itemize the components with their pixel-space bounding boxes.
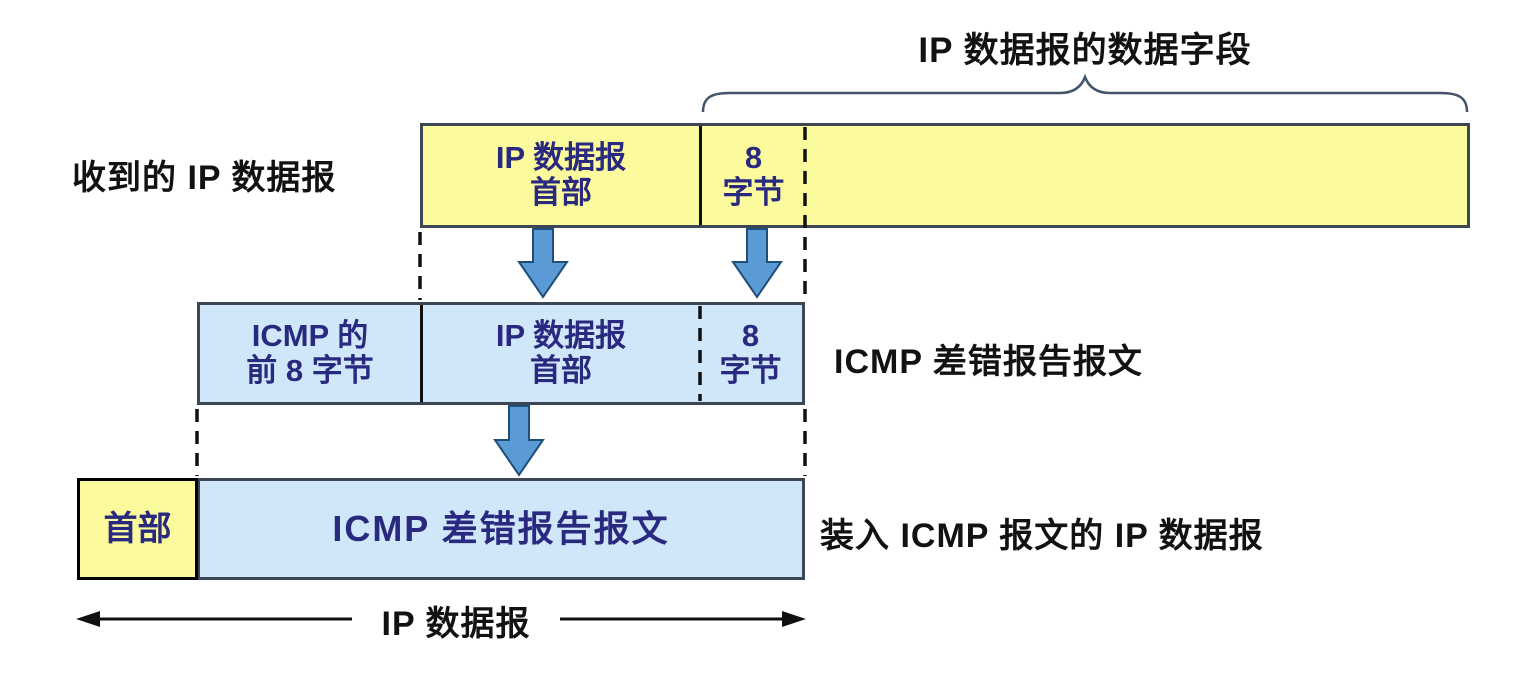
data-field-cell [805, 126, 1467, 225]
data-field-brace-label: IP 数据报的数据字段 [918, 31, 1252, 70]
ip-header-line1: IP 数据报 [495, 139, 627, 175]
icmp-message-box: ICMP 的 前 8 字节 IP 数据报 首部 8 字节 [197, 302, 805, 405]
encapsulated-datagram-label: 装入 ICMP 报文的 IP 数据报 [820, 517, 1264, 555]
brace-icon [701, 73, 1469, 113]
eight-bytes-line1: 8 [744, 139, 763, 175]
eight-bytes-cell: 8 字节 [699, 305, 802, 402]
eight-bytes-line2: 字节 [722, 174, 785, 210]
arrow-right-icon [782, 611, 806, 627]
icmp-payload-text: ICMP 差错报告报文 [332, 507, 670, 549]
icmp-payload-box: ICMP 差错报告报文 [197, 478, 805, 580]
ip-datagram-measure-label: IP 数据报 [381, 605, 531, 643]
eight-bytes-cell: 8 字节 [702, 126, 805, 225]
ip-header-cell: IP 数据报 首部 [423, 126, 702, 225]
ip-header-line2: 首部 [530, 174, 592, 210]
header-text: 首部 [103, 509, 172, 548]
received-ip-datagram-box: IP 数据报 首部 8 字节 [420, 123, 1470, 228]
received-ip-datagram-label: 收到的 IP 数据报 [72, 159, 337, 197]
icmp-first8-cell: ICMP 的 前 8 字节 [200, 305, 423, 402]
icmp-error-report-label: ICMP 差错报告报文 [834, 343, 1143, 381]
down-arrow-icon [731, 228, 783, 299]
down-arrow-icon [517, 228, 569, 299]
icmp-first8-line2: 前 8 字节 [246, 352, 374, 388]
ip-header-cell: IP 数据报 首部 [423, 305, 699, 402]
ip-header-small-box: 首部 [77, 478, 198, 580]
icmp-first8-line1: ICMP 的 [251, 317, 369, 353]
ip-header-line1: IP 数据报 [495, 317, 627, 353]
down-arrow-icon [493, 405, 545, 477]
eight-bytes-line1: 8 [741, 317, 760, 353]
arrow-left-icon [76, 611, 100, 627]
ip-header-line2: 首部 [530, 352, 592, 388]
eight-bytes-line2: 字节 [719, 352, 782, 388]
